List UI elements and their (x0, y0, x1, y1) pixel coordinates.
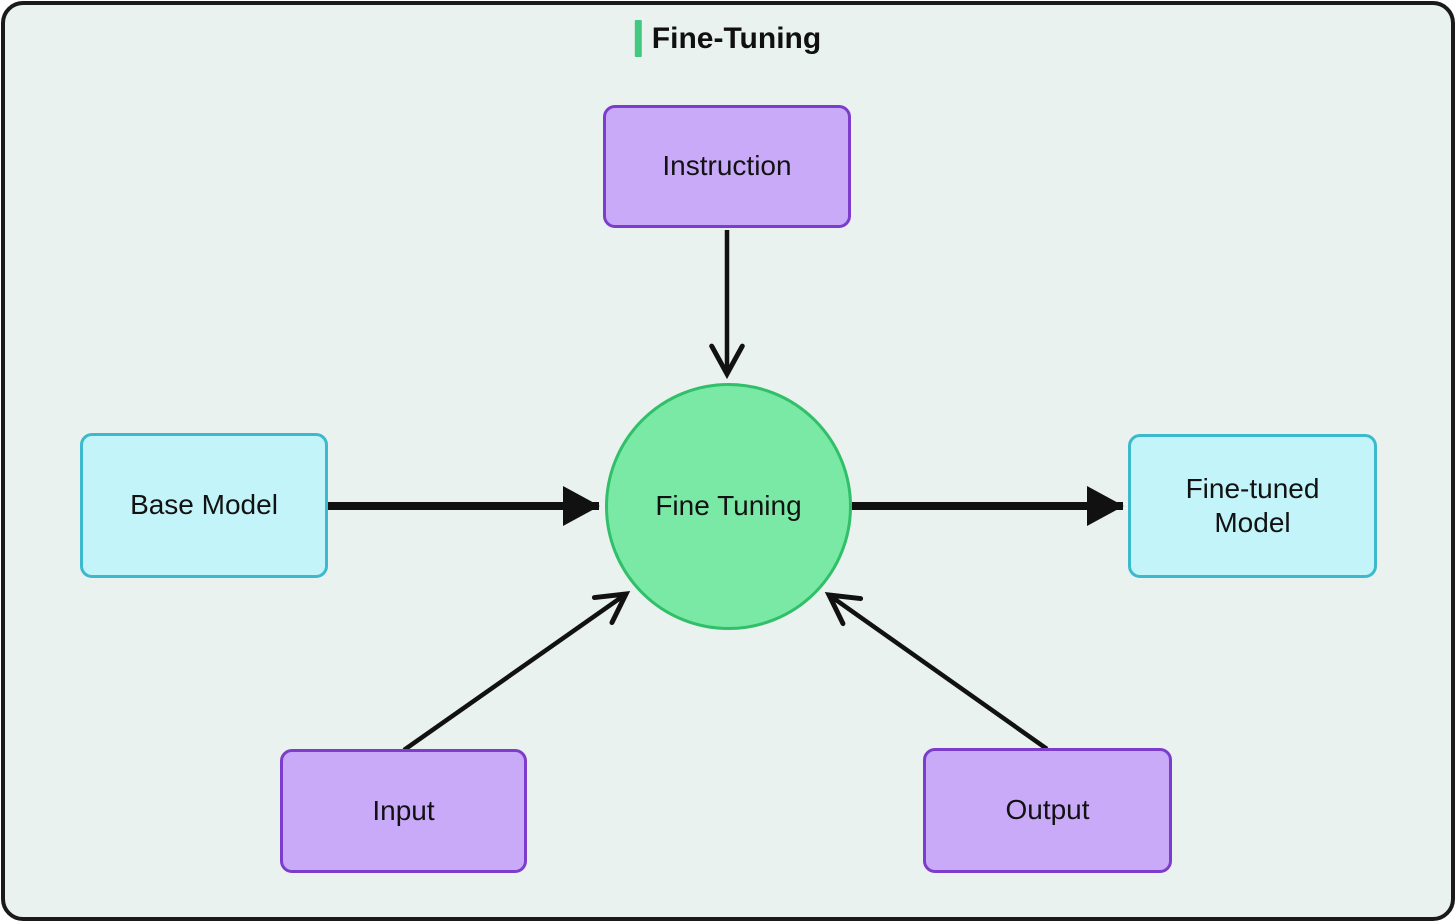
node-fine-tuning-label: Fine Tuning (655, 490, 802, 522)
node-fine-tuned-model: Fine-tuned Model (1128, 434, 1377, 578)
node-input-label: Input (372, 794, 435, 826)
node-input: Input (280, 749, 527, 873)
title-accent-bar (634, 20, 642, 57)
node-fine-tuned-model-label: Fine-tuned Model (1185, 472, 1320, 538)
node-output: Output (923, 748, 1172, 873)
node-base-model: Base Model (80, 433, 328, 578)
node-fine-tuning: Fine Tuning (605, 383, 852, 630)
node-instruction: Instruction (603, 105, 851, 228)
node-base-model-label: Base Model (130, 489, 278, 521)
title-text: Fine-Tuning (651, 21, 822, 55)
node-instruction-label: Instruction (662, 150, 792, 182)
diagram-title: Fine-Tuning (634, 20, 822, 57)
node-output-label: Output (1005, 794, 1090, 826)
